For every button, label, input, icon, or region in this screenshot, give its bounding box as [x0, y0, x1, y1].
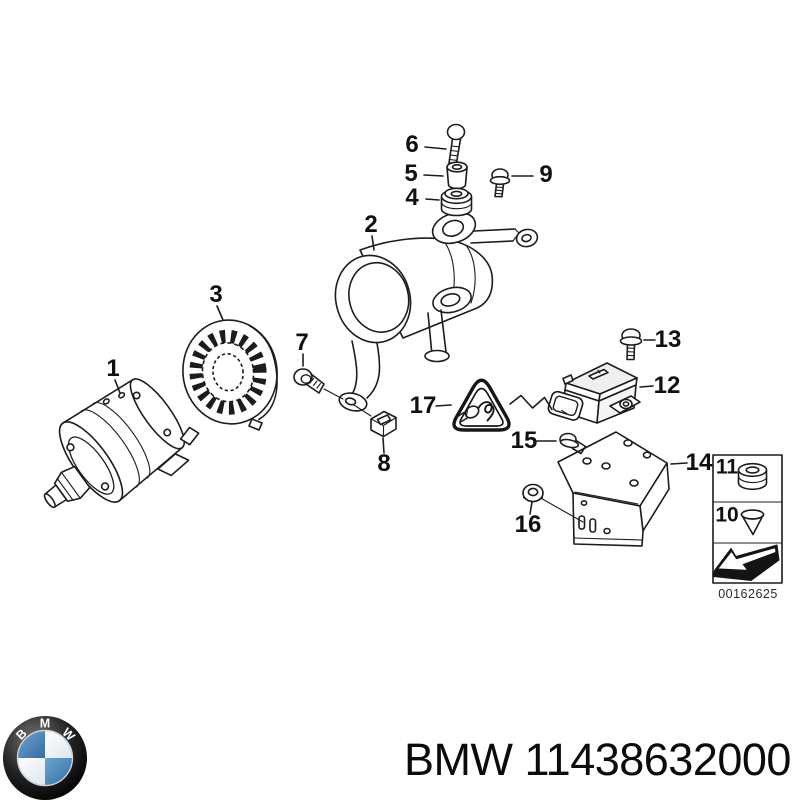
part-6-bolt [446, 123, 466, 164]
callout-3: 3 [209, 281, 223, 308]
callout-2: 2 [364, 211, 378, 238]
inset-part-10-expanding-rivet [740, 509, 765, 536]
part-1-compressor [43, 378, 200, 509]
callout-6: 6 [405, 131, 419, 158]
part-13-screw [619, 328, 643, 361]
part-3-coupling-ring [182, 319, 278, 431]
warning-triangle-plug-icon [452, 378, 511, 432]
inset-part-11-grommet [737, 462, 768, 491]
direction-arrow-icon [712, 544, 780, 582]
callout-13: 13 [654, 326, 682, 353]
callout-8: 8 [377, 450, 391, 477]
callout-11: 11 [715, 455, 739, 479]
inset-parts-box [712, 454, 783, 584]
part-15-screw [559, 432, 587, 455]
callout-7: 7 [295, 329, 309, 356]
callout-16: 16 [514, 511, 542, 538]
callout-10: 10 [715, 503, 739, 527]
bmw-logo: B M W [3, 716, 87, 800]
callout-12: 12 [653, 372, 681, 399]
callout-4: 4 [405, 184, 419, 211]
callout-9: 9 [539, 161, 553, 188]
module-connector [547, 390, 584, 421]
callout-17: 17 [409, 392, 437, 419]
part-14-bracket [557, 431, 670, 547]
assembly-line-16 [540, 497, 584, 523]
logo-letter-m: M [40, 717, 50, 731]
part-12-control-module [547, 362, 641, 424]
callout-14: 14 [685, 449, 713, 476]
part-16-nut [522, 483, 544, 503]
callout-5: 5 [404, 160, 418, 187]
leader-lines [114, 146, 688, 515]
drawing-number: 00162625 [718, 587, 778, 601]
part-5-sleeve [446, 161, 468, 190]
part-4-grommet [440, 187, 473, 217]
footer-caption: BMW 11438632000 [404, 734, 791, 785]
pump-shaft [43, 465, 91, 509]
assembly-line-7-8 [323, 388, 372, 417]
part-2-holder [334, 211, 539, 412]
callout-15: 15 [510, 427, 538, 454]
part-7-bolt [293, 368, 325, 394]
part-9-screw [489, 168, 511, 198]
callout-1: 1 [106, 355, 120, 382]
zigzag-connector-line [509, 394, 553, 411]
part-8-clip-nut [370, 410, 397, 438]
